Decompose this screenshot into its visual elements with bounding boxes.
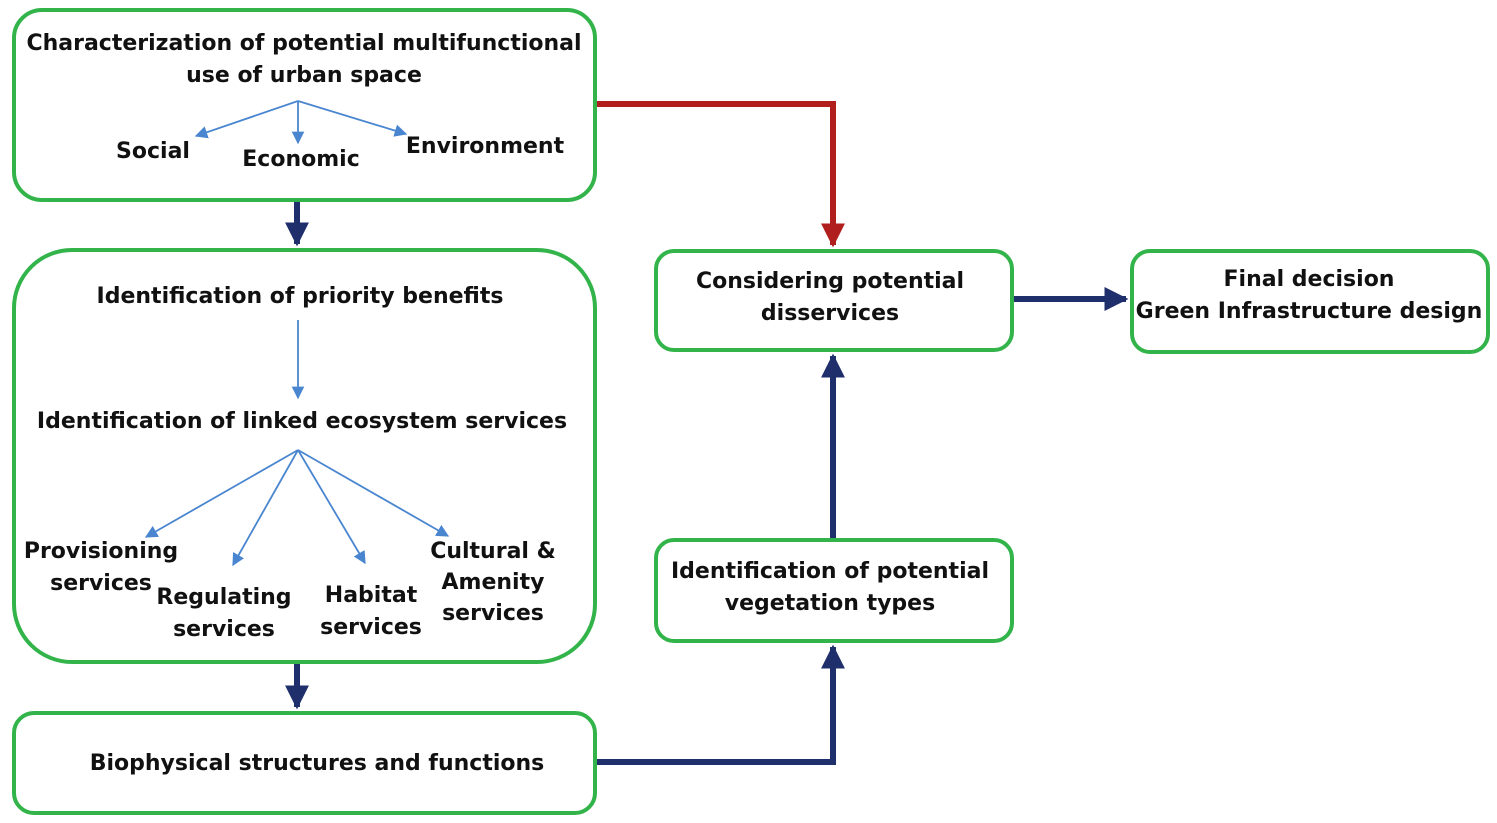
disservices-label: Considering potential disservices [696, 266, 964, 330]
characterization-title-line2: use of urban space [186, 62, 422, 88]
service-regulating: Regulating services [156, 582, 291, 646]
priority-benefits-label: Identification of priority benefits [96, 284, 504, 309]
disservices-line2: disservices [760, 300, 900, 326]
final-decision-line2: Green Infrastructure design [1135, 298, 1483, 324]
linked-services-label: Identification of linked ecosystem servi… [36, 409, 568, 434]
service-provisioning: Provisioning services [24, 536, 178, 600]
final-decision-line1: Final decision [1223, 267, 1395, 292]
service-habitat: Habitat services [320, 580, 422, 644]
service-habitat-line2: services [320, 614, 422, 640]
biophysical-label: Biophysical structures and functions [89, 751, 545, 776]
vegetation-line2: vegetation types [724, 590, 936, 616]
characterization-title-line1: Characterization of potential multifunct… [26, 31, 582, 56]
service-cultural-line1: Cultural & [430, 539, 556, 564]
service-cultural: Cultural & Amenity services [430, 537, 556, 629]
arrow-biophysical-to-vegetation [597, 644, 845, 765]
final-decision-box [1130, 249, 1490, 354]
dimension-social: Social [116, 139, 190, 164]
disservices-box [654, 249, 1014, 352]
arrow-characterization-to-disservices [597, 101, 845, 248]
service-cultural-line2: Amenity [441, 569, 545, 595]
dimension-environment: Environment [405, 134, 565, 159]
service-provisioning-line2: services [50, 570, 152, 596]
biophysical-box [12, 711, 597, 815]
vegetation-box [654, 538, 1014, 643]
final-decision-label: Final decision Green Infrastructure desi… [1136, 264, 1483, 328]
dimension-economic: Economic [242, 147, 360, 172]
vegetation-label: Identification of potential vegetation t… [671, 556, 989, 620]
characterization-title: Characterization of potential multifunct… [26, 28, 581, 92]
service-regulating-line1: Regulating [156, 585, 292, 610]
vegetation-line1: Identification of potential [670, 559, 990, 584]
disservices-line1: Considering potential [695, 269, 965, 294]
service-regulating-line2: services [173, 616, 275, 642]
service-habitat-line1: Habitat [324, 583, 418, 608]
service-provisioning-line1: Provisioning [23, 539, 179, 564]
service-cultural-line3: services [442, 600, 544, 626]
